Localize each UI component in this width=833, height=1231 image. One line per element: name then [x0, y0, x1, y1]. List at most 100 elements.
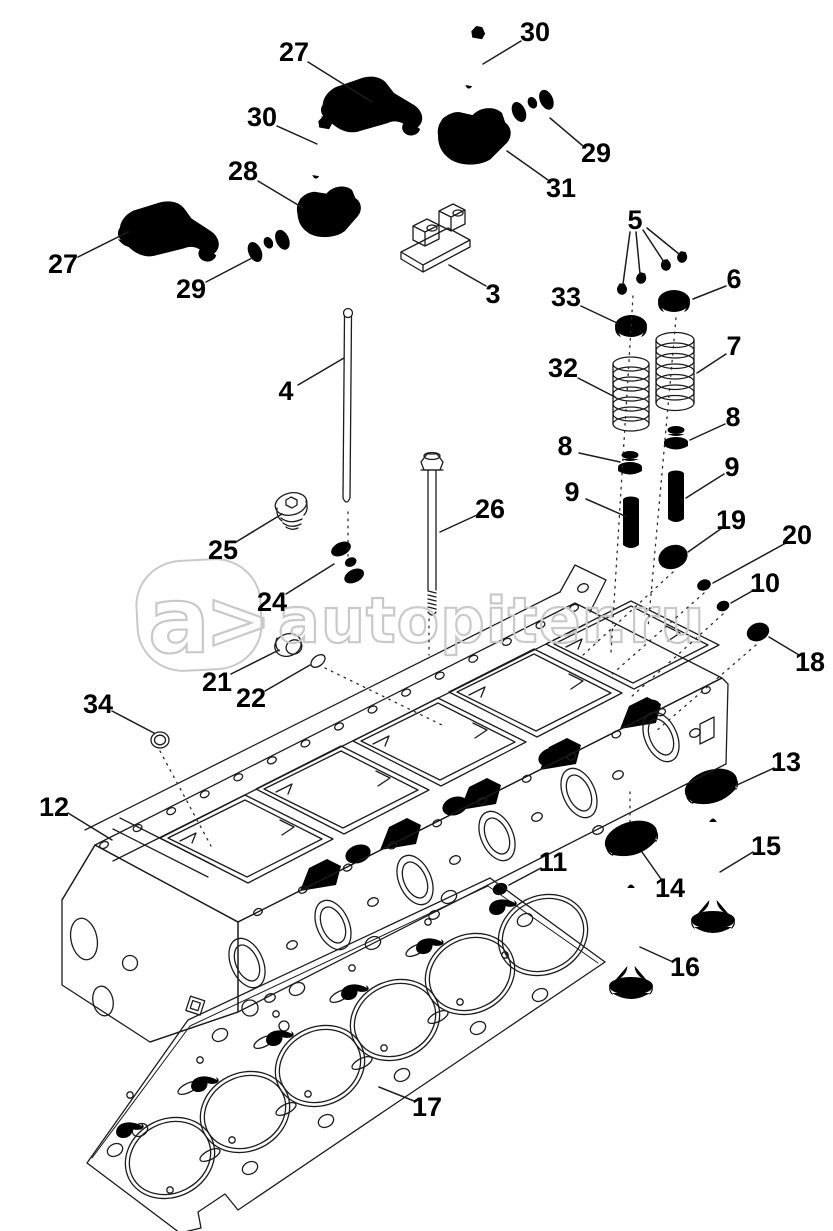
cup-plug-19: [654, 540, 692, 574]
callout-6-spring-retainer: 6: [726, 264, 741, 294]
leader-line-20: [712, 542, 787, 584]
gasket-bore: [501, 897, 585, 973]
deck-bolt-hole: [566, 752, 577, 761]
gasket-bore: [349, 978, 441, 1062]
gasket-small-hole: [196, 1056, 204, 1064]
leader-line-5: [635, 231, 641, 275]
callout-27-rocker-arm: 27: [48, 249, 78, 279]
leader-line-32: [577, 377, 616, 398]
rail-bolt-hole: [233, 773, 244, 782]
spring-coil: [612, 416, 650, 432]
callout-18-cup-plug: 18: [795, 647, 825, 677]
gasket-small-hole: [228, 1136, 236, 1144]
callout-29-tappet-socket: 29: [176, 274, 206, 304]
gasket-bolt-hole: [241, 1160, 259, 1176]
leader-line-34: [111, 710, 155, 734]
leader-line-33: [580, 305, 618, 324]
gasket-small-hole: [166, 1186, 174, 1194]
gasket-bore: [428, 936, 512, 1012]
spring-retainer-6: [658, 290, 690, 312]
assembly-centerlines: [159, 295, 757, 847]
callout-8-valve-stem-seal: 8: [557, 431, 572, 461]
gasket-slot: [275, 1101, 297, 1117]
gasket-bolt-hole: [211, 1027, 229, 1043]
callout-27-rocker-arm: 27: [279, 37, 309, 67]
callout-7-valve-spring: 7: [726, 331, 741, 361]
rail-bolt-hole: [568, 603, 580, 613]
deck-bolt-hole: [611, 730, 622, 739]
centerline: [610, 295, 634, 653]
leader-line-22: [264, 664, 311, 692]
rail-bolt-hole: [333, 722, 345, 731]
rocker-arm-27-top: [321, 76, 423, 136]
leader-line-19: [687, 527, 723, 553]
callout-13-valve-seat-insert: 13: [771, 747, 801, 777]
rocker-arm-27-left: [117, 199, 221, 262]
leader-line-5: [642, 229, 665, 263]
callout-9-valve-guide: 9: [724, 452, 739, 482]
gasket-bolt-hole: [364, 935, 382, 951]
rail-bolt-hole: [434, 671, 445, 680]
exhaust-port-inner: [565, 774, 593, 812]
gasket-bore: [199, 1070, 291, 1154]
callout-28-rocker-arm-assembly: 28: [228, 156, 258, 186]
dowel-pin-22: [310, 654, 326, 668]
callout-34-o-ring: 34: [83, 689, 113, 719]
parts-line-art: [61, 25, 773, 1231]
front-face-hole: [367, 897, 379, 907]
leader-line-7: [696, 353, 727, 374]
leader-line-25: [235, 513, 283, 543]
leader-line-10: [730, 589, 755, 604]
callout-4-push-rod: 4: [278, 376, 293, 406]
valve-pocket: [448, 648, 623, 738]
rail-bolt-hole: [300, 739, 311, 748]
centerline: [654, 644, 757, 733]
valve-pocket-rim: [263, 750, 419, 829]
callout-19-cup-plug: 19: [716, 505, 746, 535]
deck-bolt-hole: [701, 685, 711, 695]
rail-bolt-hole: [199, 790, 210, 799]
valve-pocket-rim: [456, 653, 612, 732]
pocket-step: [275, 770, 391, 795]
deck-bolt-hole: [387, 841, 398, 850]
leader-line-17: [378, 1086, 415, 1102]
valve-pocket-rim: [167, 799, 323, 878]
gasket-small-hole: [272, 1010, 280, 1018]
deck-bolt-hole: [477, 796, 487, 806]
leader-line-9: [685, 473, 725, 499]
exhaust-port: [560, 767, 598, 819]
valve-guide-9-left: [623, 496, 639, 548]
callout-32-valve-spring: 32: [548, 353, 578, 383]
exhaust-port-inner: [483, 817, 511, 855]
valve-guide-9-right: [668, 470, 684, 522]
rocker-arm-28: [293, 185, 363, 240]
gasket-small-hole: [380, 1044, 388, 1052]
callout-16-valve: 16: [670, 952, 700, 982]
valve-pocket: [545, 600, 720, 690]
centerline: [324, 667, 447, 728]
gasket-bolt-hole: [106, 1142, 124, 1158]
gasket-slot: [427, 1009, 449, 1025]
callout-21-plug: 21: [202, 667, 232, 697]
leader-line-4: [297, 357, 345, 386]
leader-line-29: [549, 117, 584, 147]
leader-line-21: [230, 649, 280, 675]
front-face-hole: [531, 812, 543, 822]
cylinder-head-12: [61, 564, 729, 1043]
leader-line-9: [585, 498, 626, 517]
callout-12-cylinder-head: 12: [39, 792, 69, 822]
o-ring-34: [150, 731, 170, 749]
callout-5-valve-keepers: 5: [627, 205, 642, 235]
gasket-bolt-hole: [469, 1020, 487, 1036]
watermark-site-text: autopiter.ru: [278, 584, 706, 657]
valve-seat-14: [600, 814, 662, 863]
leader-line-8: [578, 452, 621, 463]
centerline: [647, 317, 677, 629]
leader-line-5: [646, 227, 680, 255]
callout-9-valve-guide: 9: [564, 477, 579, 507]
gasket-bolt-hole: [440, 889, 458, 905]
exhaust-port-inner: [401, 861, 429, 899]
rocker-support-bracket-3: [400, 203, 471, 273]
valve-16: [609, 884, 653, 999]
gasket-bolt-hole: [516, 912, 534, 928]
